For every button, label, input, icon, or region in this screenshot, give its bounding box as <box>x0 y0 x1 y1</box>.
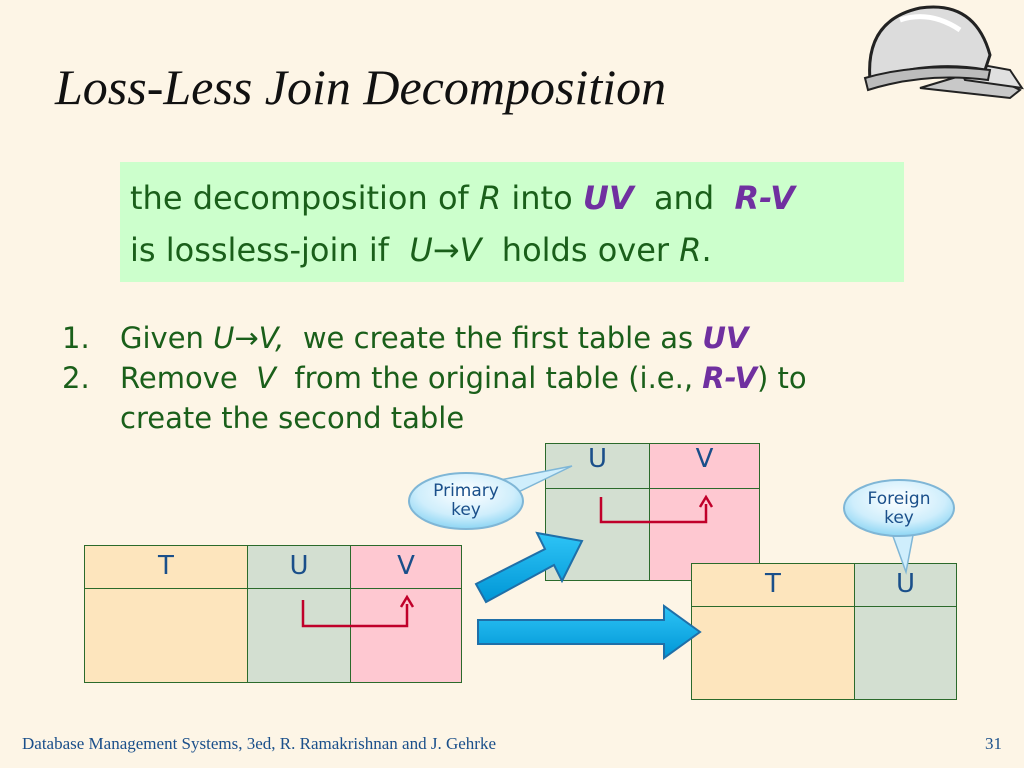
steps-list: 1. Given U→V, we create the first table … <box>62 318 807 438</box>
column-u-body <box>854 606 957 700</box>
slide-title: Loss-Less Join Decomposition <box>55 59 667 115</box>
definition-line-2: is lossless-join if U→V holds over R. <box>130 224 904 276</box>
primary-key-label: Primary key <box>416 482 516 520</box>
relation-r: R <box>679 231 702 269</box>
definition-box: the decomposition of R into UV and R-V i… <box>120 162 904 282</box>
uv-highlight: UV <box>582 179 634 217</box>
definition-text: the decomposition of <box>130 179 479 217</box>
hard-hat-gloves-icon <box>863 5 1024 100</box>
step-text: we create the first table as <box>284 321 703 355</box>
foreign-key-callout <box>843 479 955 575</box>
column-t-body <box>84 588 248 683</box>
step-text: from the original table (i.e., <box>275 361 703 395</box>
arrow-to-uv-table <box>474 531 584 604</box>
column-u-body <box>247 588 351 683</box>
relation-r: R <box>478 179 502 217</box>
column-t-body <box>691 606 855 700</box>
header-t: T <box>84 545 248 589</box>
step-fd: U→V, <box>213 321 285 355</box>
uv-highlight: UV <box>702 321 749 355</box>
rv-highlight: R-V <box>702 361 757 395</box>
functional-dependency: U→V <box>409 231 482 269</box>
step-text: create the second table <box>120 401 465 435</box>
step-text: ) to <box>757 361 807 395</box>
step-text: Given <box>120 321 214 355</box>
tu-table: T U <box>691 563 957 700</box>
step-2: 2. Remove V from the original table (i.e… <box>62 358 807 438</box>
callout-line: key <box>451 500 481 520</box>
callout-line: Foreign <box>867 489 931 509</box>
step-text: Remove <box>120 361 257 395</box>
arrow-to-tu-table <box>477 604 702 660</box>
rv-highlight: R-V <box>734 179 795 217</box>
step-v: V <box>256 361 276 395</box>
fd-arrow-original <box>301 594 415 628</box>
primary-key-callout <box>408 465 573 530</box>
step-number: 1. <box>62 321 90 355</box>
original-table: T U V <box>84 545 462 683</box>
step-number: 2. <box>62 361 90 395</box>
callout-line: Primary <box>433 481 499 501</box>
header-t: T <box>691 563 855 607</box>
footer-citation: Database Management Systems, 3ed, R. Ram… <box>22 734 496 753</box>
definition-text: is lossless-join if <box>130 231 410 269</box>
definition-text: holds over <box>481 231 680 269</box>
step-1: 1. Given U→V, we create the first table … <box>62 318 807 358</box>
callout-line: key <box>884 508 914 528</box>
column-v-body <box>350 588 462 683</box>
foreign-key-label: Foreign key <box>849 490 949 528</box>
header-v: V <box>649 443 760 489</box>
fd-arrow-uv <box>599 494 714 524</box>
page-number: 31 <box>985 734 1002 753</box>
definition-text: into <box>501 179 583 217</box>
definition-line-1: the decomposition of R into UV and R-V <box>130 172 904 224</box>
definition-text: and <box>633 179 735 217</box>
definition-text: . <box>701 231 712 269</box>
